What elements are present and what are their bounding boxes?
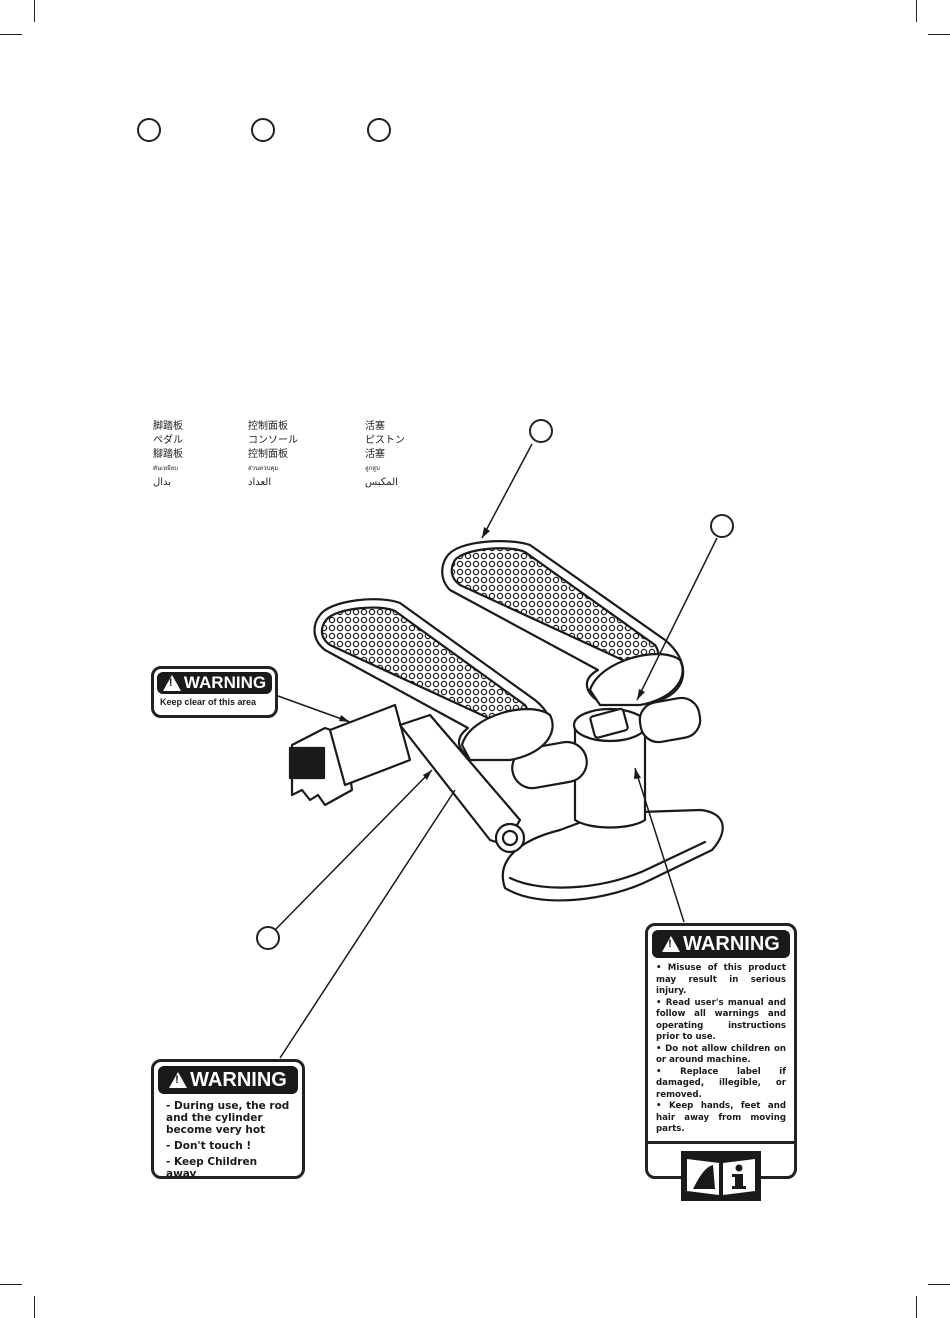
center-column xyxy=(573,723,647,829)
warning-triangle-icon xyxy=(662,936,681,952)
rear-crossbar xyxy=(328,703,412,787)
reference-circle-console xyxy=(251,118,275,142)
crop-mark xyxy=(0,1284,22,1285)
legend-text: ペダル xyxy=(153,435,183,446)
warning-header: WARNING xyxy=(157,672,272,694)
legend-text: ピストン xyxy=(365,435,405,446)
warning-triangle-icon xyxy=(169,1072,188,1088)
warning-title: WARNING xyxy=(683,932,780,955)
crop-mark xyxy=(928,34,950,35)
legend-text: المكبس xyxy=(365,477,398,488)
warning-label-keep-clear: WARNING Keep clear of this area xyxy=(151,666,278,718)
leader-warning-small xyxy=(277,695,351,723)
leader-warning-rod xyxy=(279,789,456,1059)
legend-text: 活塞 xyxy=(365,421,385,432)
crop-mark xyxy=(34,0,35,22)
leader-console xyxy=(636,537,718,701)
legend-text: コンソール xyxy=(248,435,298,446)
legend-text: العداد xyxy=(248,477,272,488)
warning-line: • Misuse of this product may result in s… xyxy=(656,963,786,996)
crop-mark xyxy=(928,1284,950,1285)
warning-text: Keep clear of this area xyxy=(160,697,257,707)
leader-warning-main xyxy=(634,767,685,923)
legend-text: 活塞 xyxy=(365,449,385,460)
crop-mark xyxy=(916,1296,917,1318)
console-display xyxy=(589,707,629,739)
legend-text: 控制面板 xyxy=(248,449,288,460)
warning-triangle-icon xyxy=(162,675,181,691)
warning-line: • Keep hands, feet and hair away from mo… xyxy=(656,1101,786,1134)
warning-label-main: WARNING • Misuse of this product may res… xyxy=(645,923,797,1201)
read-manual-info-icon xyxy=(652,1144,790,1208)
legend-text: 腳踏板 xyxy=(153,449,183,460)
callout-circle-piston xyxy=(256,926,280,950)
warning-header: WARNING xyxy=(652,930,790,958)
legend-text: 脚踏板 xyxy=(153,421,183,432)
warning-text: - During use, the rod and the cylinder b… xyxy=(158,1094,298,1190)
warning-title: WARNING xyxy=(183,673,267,692)
warning-line: • Replace label if damaged, illegible, o… xyxy=(656,1066,786,1100)
legend-text: ลูกสูบ xyxy=(365,465,380,472)
callout-circle-pedal xyxy=(529,419,553,443)
warning-label-hot-rod: WARNING - During use, the rod and the cy… xyxy=(151,1059,305,1180)
legend-console: 控制面板 コンソール 控制面板 ส่วนควบคุม العداد xyxy=(248,420,358,490)
legend-text: คันเหยียบ xyxy=(153,465,178,472)
base-foot-edge xyxy=(508,840,707,889)
right-handle xyxy=(638,696,702,744)
warning-title: WARNING xyxy=(190,1068,287,1091)
warning-line: • Read user's manual and follow all warn… xyxy=(656,997,786,1043)
legend-text: ส่วนควบคุม xyxy=(248,465,279,472)
warning-text: • Misuse of this product may result in s… xyxy=(652,958,790,1141)
crop-mark xyxy=(916,0,917,22)
warning-line: - Don't touch ! xyxy=(166,1140,252,1152)
callout-circle-console xyxy=(710,514,734,538)
right-pedal-heel xyxy=(588,653,684,707)
legend-pedal: 脚踏板 ペダル 腳踏板 คันเหยียบ بدال xyxy=(153,420,263,490)
crop-mark xyxy=(0,34,22,35)
leader-piston xyxy=(274,769,433,931)
rear-foot-grip xyxy=(288,746,326,780)
legend-text: بدال xyxy=(153,477,172,488)
left-pedal-heel xyxy=(460,708,554,762)
warning-line: - Keep Children away xyxy=(166,1156,258,1180)
warning-divider xyxy=(648,1140,794,1144)
reference-circle-pedal xyxy=(137,118,161,142)
crop-mark xyxy=(34,1296,35,1318)
warning-line: - During use, the rod and the cylinder b… xyxy=(166,1100,290,1136)
legend-piston: 活塞 ピストン 活塞 ลูกสูบ المكبس xyxy=(365,420,475,490)
warning-line: • Do not allow children on or around mac… xyxy=(656,1043,786,1066)
reference-circle-piston xyxy=(367,118,391,142)
legend-text: 控制面板 xyxy=(248,421,288,432)
leader-pedal xyxy=(481,443,533,539)
warning-header: WARNING xyxy=(158,1066,298,1094)
